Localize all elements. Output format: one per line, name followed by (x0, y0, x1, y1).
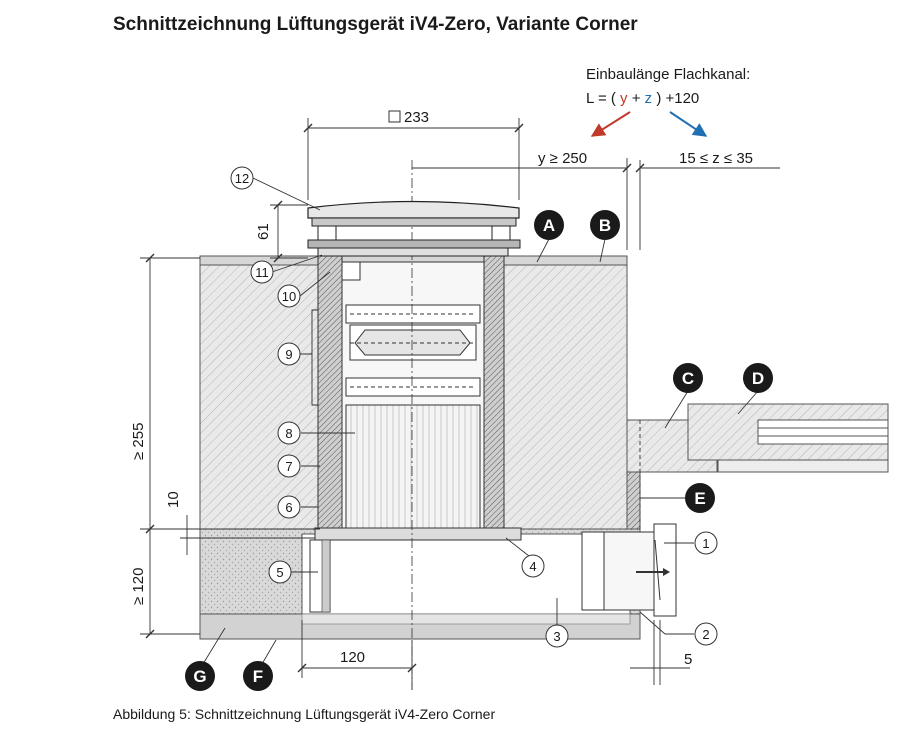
ventilation-unit (309, 160, 522, 690)
dim-z: 15 ≤ z ≤ 35 (679, 150, 753, 167)
y-arrow-icon (590, 111, 631, 137)
callout-g: G (185, 661, 215, 691)
svg-text:6: 6 (285, 500, 292, 515)
formula-suffix: ) +120 (652, 90, 699, 107)
callout-d: D (743, 363, 773, 393)
callout-12: 12 (230, 166, 254, 190)
svg-text:C: C (682, 369, 694, 388)
callout-3: 3 (545, 624, 569, 648)
svg-text:11: 11 (255, 265, 269, 280)
callout-b: B (590, 210, 620, 240)
formula-expression: L = ( y + z ) +120 (586, 90, 699, 107)
dimension-ticks (145, 123, 645, 673)
svg-text:F: F (253, 667, 263, 686)
svg-text:5: 5 (276, 565, 283, 580)
svg-text:E: E (694, 489, 705, 508)
callout-9: 9 (277, 342, 301, 366)
letter-callouts: A B C D E F G (185, 210, 773, 691)
dim-255: ≥ 255 (130, 423, 147, 460)
leader-lines (202, 177, 759, 665)
callout-e: E (685, 483, 715, 513)
svg-text:A: A (543, 216, 555, 235)
formula-title: Einbaulänge Flachkanal: (586, 66, 750, 83)
callout-7: 7 (277, 454, 301, 478)
svg-text:8: 8 (285, 426, 292, 441)
callout-4: 4 (521, 554, 545, 578)
callout-a: A (534, 210, 564, 240)
window-frame (626, 403, 889, 530)
callout-c: C (673, 363, 703, 393)
dim-120-vertical: ≥ 120 (130, 568, 147, 605)
dimension-labels: 233 y ≥ 250 15 ≤ z ≤ 35 61 ≥ 255 10 ≥ 12… (130, 109, 753, 668)
callout-10: 10 (277, 284, 301, 308)
svg-text:10: 10 (282, 289, 296, 304)
svg-text:9: 9 (285, 347, 292, 362)
formula-prefix: L = ( (586, 90, 620, 107)
svg-text:B: B (599, 216, 611, 235)
dim-120-horizontal: 120 (340, 649, 365, 666)
formula-y: y (620, 90, 628, 107)
callout-11: 11 (250, 260, 274, 284)
svg-text:G: G (193, 667, 206, 686)
svg-text:3: 3 (553, 629, 560, 644)
number-callouts: 12 11 10 9 8 7 6 5 4 3 1 2 (230, 166, 718, 648)
z-arrow-icon (669, 111, 708, 137)
dim-y: y ≥ 250 (538, 150, 587, 167)
dim-61: 61 (255, 223, 272, 240)
svg-text:1: 1 (702, 536, 709, 551)
formula-block: Einbaulänge Flachkanal: L = ( y + z ) +1… (586, 66, 750, 137)
dim-10: 10 (165, 491, 182, 508)
cover-plate (307, 200, 521, 257)
dimension-lines (140, 118, 780, 690)
svg-text:12: 12 (235, 171, 249, 186)
callout-6: 6 (277, 495, 301, 519)
callout-f: F (243, 661, 273, 691)
callout-1: 1 (694, 531, 718, 555)
diagram-title: Schnittzeichnung Lüftungsgerät iV4-Zero,… (113, 14, 638, 35)
svg-text:7: 7 (285, 459, 292, 474)
formula-z: z (645, 90, 653, 107)
dim-square: 233 (404, 109, 429, 126)
square-symbol-icon (388, 110, 401, 123)
figure-caption: Abbildung 5: Schnittzeichnung Lüftungsge… (113, 706, 496, 722)
callout-2: 2 (694, 622, 718, 646)
callout-8: 8 (277, 421, 301, 445)
svg-text:4: 4 (529, 559, 536, 574)
svg-text:2: 2 (702, 627, 709, 642)
flat-duct (581, 523, 677, 617)
callout-5: 5 (268, 560, 292, 584)
svg-text:D: D (752, 369, 764, 388)
dim-5: 5 (684, 651, 692, 668)
formula-plus: + (628, 90, 645, 107)
